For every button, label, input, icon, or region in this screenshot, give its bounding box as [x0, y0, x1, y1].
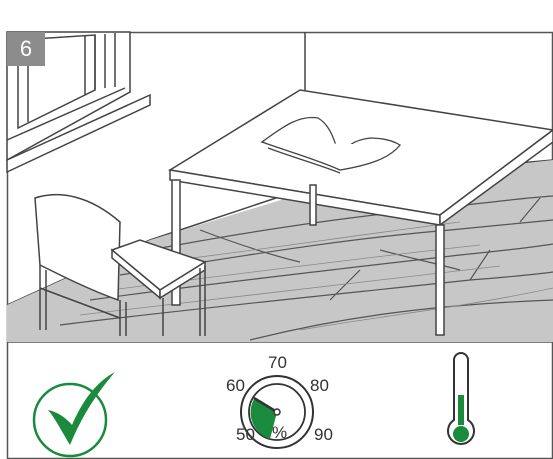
check-circle-icon	[32, 372, 115, 458]
hygrometer-label-50: 50	[236, 425, 255, 444]
open-book	[260, 116, 402, 174]
hygrometer-unit: %	[272, 423, 287, 442]
hygrometer-label-60: 60	[226, 376, 245, 395]
hygrometer-label-80: 80	[310, 376, 329, 395]
hygrometer-icon: 50 60 70 80 90 %	[226, 353, 333, 449]
hygrometer-label-90: 90	[314, 425, 333, 444]
hygrometer-label-70: 70	[268, 353, 287, 372]
thermometer-icon	[447, 352, 475, 445]
step-number-badge: 6	[7, 32, 45, 66]
chair	[34, 193, 207, 336]
